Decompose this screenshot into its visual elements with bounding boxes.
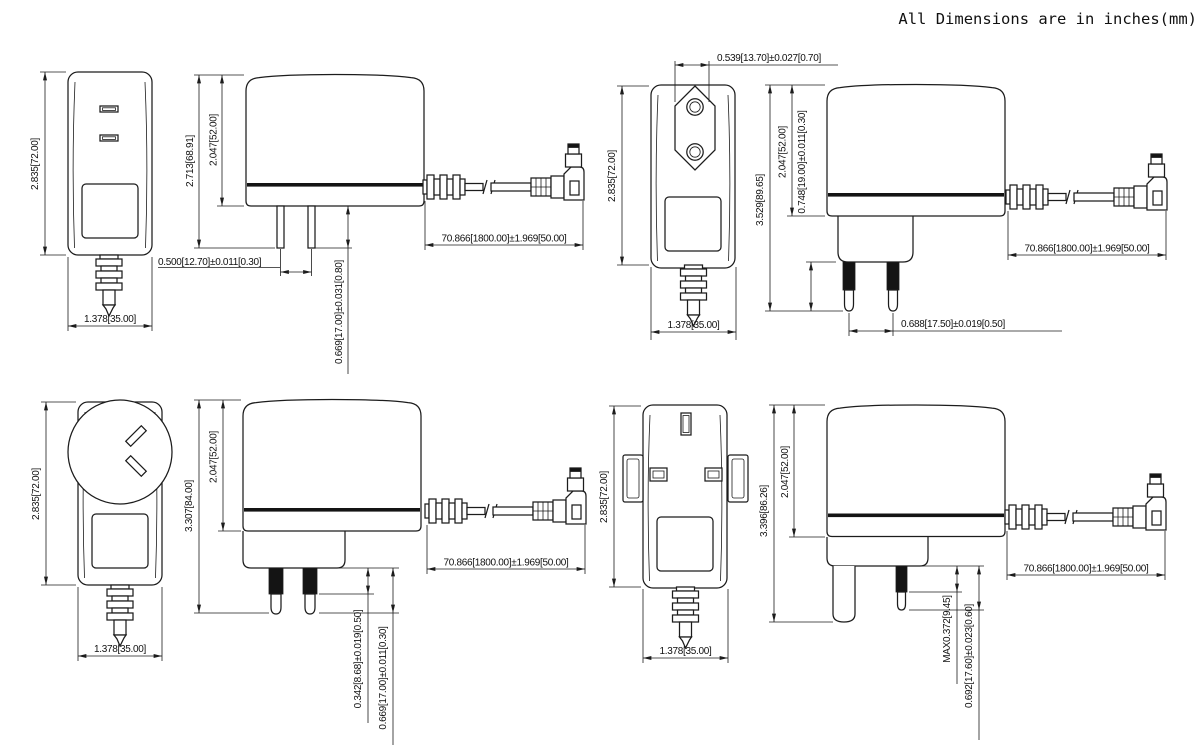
uk-overall-height-label: 3.396[86.26] xyxy=(759,484,770,537)
eu-overall-height-label: 3.529[89.65] xyxy=(755,173,766,226)
au-side-view xyxy=(242,398,586,615)
us-side-dims: 2.713[68.91] 2.047[52.00] 0.500[12.70]±0… xyxy=(158,74,568,374)
au-plug-nose xyxy=(242,531,346,569)
page-title: All Dimensions are in inches(mm) xyxy=(898,10,1197,28)
au-sleeve-length-label: 0.342[8.68]±0.019[0.50] xyxy=(353,609,364,708)
eu-front-dims: 0.539[13.70]±0.027[0.70] 2.835[72.00] 1.… xyxy=(607,53,838,340)
eu-body-height-label: 2.047[52.00] xyxy=(778,125,789,178)
eu-front-view xyxy=(650,84,736,327)
au-pin-slot-bottom xyxy=(124,454,148,478)
us-body-height-label: 2.047[52.00] xyxy=(209,113,220,166)
eu-pin-hole-spacing-label: 0.539[13.70]±0.027[0.70] xyxy=(717,53,821,64)
uk-front-dims: 2.835[72.00] 1.378[35.00] xyxy=(599,405,729,663)
uk-front-width-label: 1.378[35.00] xyxy=(659,646,712,657)
eu-pin-right-sleeve xyxy=(886,261,900,291)
uk-side-dims: 3.396[86.26] 2.047[52.00] MAX0.372[9.45]… xyxy=(759,404,1150,740)
uk-line-slot-left xyxy=(649,467,668,482)
us-blade-slot-bottom xyxy=(99,134,119,142)
uk-sleeve-max-label: MAX0.372[9.45] xyxy=(942,595,953,663)
uk-pin-tip xyxy=(896,591,907,611)
eu-pin-hole-bottom xyxy=(686,143,704,161)
eu-pin-left-sleeve xyxy=(842,261,856,291)
au-front-strain-relief xyxy=(106,584,134,647)
eu-pin-hole-top xyxy=(686,98,704,116)
us-front-height-label: 2.835[72.00] xyxy=(30,137,41,190)
us-front-strain-relief xyxy=(95,254,123,317)
eu-pin-left-tip xyxy=(843,289,855,312)
eu-side-view xyxy=(826,83,1167,312)
eu-adapter-drawing: 0.539[13.70]±0.027[0.70] 2.835[72.00] 1.… xyxy=(607,53,1167,340)
uk-pin-length-label: 0.692[17.60]±0.023[0.60] xyxy=(964,604,975,708)
us-blade-right xyxy=(307,205,316,249)
uk-earth-pin xyxy=(832,566,856,623)
eu-cable-length-label: 70.866[1800.00]±1.969[50.00] xyxy=(1025,244,1151,255)
au-adapter-drawing: 2.835[72.00] 1.378[35.00] 3.307[84.00] 2… xyxy=(31,398,586,745)
us-blade-left xyxy=(276,205,285,249)
eu-pin-right-tip xyxy=(887,289,899,312)
au-front-width-label: 1.378[35.00] xyxy=(94,644,147,655)
au-front-height-label: 2.835[72.00] xyxy=(31,467,42,520)
au-pin-left-sleeve xyxy=(268,567,284,595)
au-overall-height-label: 3.307[84.00] xyxy=(184,479,195,532)
us-blade-length-label: 0.669[17.00]±0.031[0.80] xyxy=(334,260,345,364)
au-pin-right-tip xyxy=(304,593,316,615)
uk-earth-slot xyxy=(680,412,692,436)
us-adapter-drawing: 2.835[72.00] 1.378[35.00] 2.713[68.91] 2… xyxy=(30,71,584,374)
au-front-dims: 2.835[72.00] 1.378[35.00] xyxy=(31,401,163,661)
us-blade-spacing-label: 0.500[12.70]±0.011[0.30] xyxy=(158,257,262,268)
us-front-view xyxy=(67,71,153,317)
au-pin-slot-top xyxy=(124,424,148,448)
uk-side-view xyxy=(826,404,1166,623)
uk-front-view xyxy=(622,404,749,649)
eu-side-dims: 3.529[89.65] 2.047[52.00] 0.748[19.00]±0… xyxy=(755,84,1151,336)
uk-line-slot-right xyxy=(704,467,723,482)
uk-ear-right xyxy=(727,454,749,503)
uk-front-height-label: 2.835[72.00] xyxy=(599,470,610,523)
au-body-height-label: 2.047[52.00] xyxy=(209,430,220,483)
us-cable-length-label: 70.866[1800.00]±1.969[50.00] xyxy=(442,234,568,245)
uk-cable-length-label: 70.866[1800.00]±1.969[50.00] xyxy=(1024,564,1150,575)
us-front-dims: 2.835[72.00] 1.378[35.00] xyxy=(30,71,153,331)
us-blade-slot-top xyxy=(99,105,119,113)
us-side-view xyxy=(245,73,584,250)
au-cable-length-label: 70.866[1800.00]±1.969[50.00] xyxy=(444,558,570,569)
eu-pin-spacing-label: 0.688[17.50]±0.019[0.50] xyxy=(901,319,1005,330)
eu-front-strain-relief xyxy=(679,264,708,327)
eu-front-width-label: 1.378[35.00] xyxy=(667,320,720,331)
eu-plug-nose xyxy=(837,216,914,263)
uk-body-height-label: 2.047[52.00] xyxy=(780,445,791,498)
uk-front-strain-relief xyxy=(671,586,700,649)
uk-pin-sleeve xyxy=(895,565,908,593)
au-pin-right-sleeve xyxy=(302,567,318,595)
au-side-dims: 3.307[84.00] 2.047[52.00] 0.342[8.68]±0.… xyxy=(184,399,570,745)
us-overall-height-label: 2.713[68.91] xyxy=(185,134,196,187)
au-pin-left-tip xyxy=(270,593,282,615)
eu-front-height-label: 2.835[72.00] xyxy=(607,149,618,202)
au-front-view xyxy=(67,399,173,647)
us-front-width-label: 1.378[35.00] xyxy=(84,314,137,325)
uk-adapter-drawing: 2.835[72.00] 1.378[35.00] 3.396[86.26] 2… xyxy=(599,404,1166,740)
eu-pin-length-label: 0.748[19.00]±0.011[0.30] xyxy=(797,110,808,214)
eu-pin-face xyxy=(674,85,716,171)
uk-plug-nose xyxy=(826,537,929,567)
au-plug-face-circle xyxy=(67,399,173,505)
au-pin-length-label: 0.669[17.00]±0.011[0.30] xyxy=(378,626,389,730)
uk-ear-left xyxy=(622,454,644,503)
